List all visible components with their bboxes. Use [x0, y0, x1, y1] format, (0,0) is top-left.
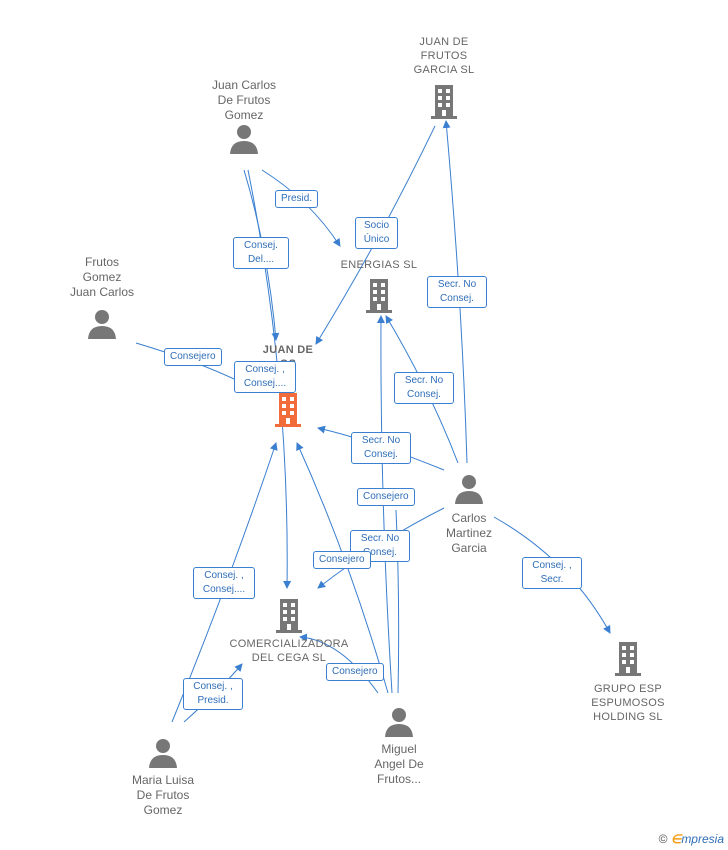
edge-label-consejero-miguel[interactable]: Consejero: [326, 663, 384, 681]
node-juan-de-frutos-garcia-sl[interactable]: JUAN DE FRUTOS GARCIA SL: [394, 35, 494, 119]
node-juan-carlos-de-frutos-gomez[interactable]: Juan Carlos De Frutos Gomez: [194, 78, 294, 155]
edge-label-socio-unico[interactable]: Socio Único: [355, 217, 398, 249]
building-icon-focus: [275, 393, 301, 427]
node-comercializadora-del-cega-sl[interactable]: COMERCIALIZADORA DEL CEGA SL: [222, 597, 356, 665]
node-label: Frutos Gomez Juan Carlos: [69, 255, 135, 299]
copyright-icon: ©: [658, 832, 668, 846]
building-icon: [615, 642, 641, 676]
edge-label-consej-del[interactable]: Consej. Del....: [233, 237, 289, 269]
footer-brand: © ∈mpresia: [659, 832, 724, 846]
edge-label-consej-consej-focus[interactable]: Consej. , Consej....: [234, 361, 296, 393]
node-label: Maria Luisa De Frutos Gomez: [131, 773, 195, 817]
node-maria-luisa-de-frutos-gomez[interactable]: Maria Luisa De Frutos Gomez: [113, 737, 213, 818]
person-icon: [88, 310, 116, 339]
node-label: ENERGIAS SL: [340, 259, 418, 271]
person-icon: [385, 708, 413, 737]
person-icon: [455, 475, 483, 504]
person-icon: [230, 125, 258, 154]
person-icon: [149, 739, 177, 768]
node-miguel-angel-de-frutos[interactable]: Miguel Angel De Frutos...: [349, 706, 449, 787]
node-label: Juan Carlos De Frutos Gomez: [211, 78, 277, 122]
node-frutos-gomez-juan-carlos[interactable]: Frutos Gomez Juan Carlos: [52, 255, 152, 340]
edge-label-consej-secr[interactable]: Consej. , Secr.: [522, 557, 582, 589]
edge-miguel-comercializadora: [299, 633, 379, 694]
node-label: Carlos Martinez Garcia: [445, 511, 492, 555]
brand-logo: ∈mpresia: [670, 832, 724, 846]
edge-label-secr-no-consej-focus[interactable]: Secr. No Consej.: [351, 432, 411, 464]
edge-label-secr-no-consej-top[interactable]: Secr. No Consej.: [427, 276, 487, 308]
edge-juancarlos-energias: [261, 169, 341, 247]
node-label: GRUPO ESP ESPUMOSOS HOLDING SL: [591, 683, 665, 723]
edge-label-consej-presid-maria[interactable]: Consej. , Presid.: [183, 678, 243, 710]
node-label: JUAN DE FRUTOS GARCIA SL: [413, 36, 475, 76]
edge-label-secr-no-consej-energ[interactable]: Secr. No Consej.: [394, 372, 454, 404]
node-label: COMERCIALIZADORA DEL CEGA SL: [229, 638, 349, 664]
node-energias-sl[interactable]: ENERGIAS SL: [329, 258, 429, 313]
edge-label-consej-consej-maria[interactable]: Consej. , Consej....: [193, 567, 255, 599]
node-carlos-martinez-garcia[interactable]: Carlos Martinez Garcia: [419, 473, 519, 556]
edge-label-consejero-carlos[interactable]: Consejero: [357, 488, 415, 506]
edge-label-presid[interactable]: Presid.: [275, 190, 319, 208]
edge-label-consejero-frutos[interactable]: Consejero: [164, 348, 222, 366]
node-grupo-esp-espumosos-holding-sl[interactable]: GRUPO ESP ESPUMOSOS HOLDING SL: [578, 640, 678, 724]
node-label: Miguel Angel De Frutos...: [374, 742, 424, 786]
building-icon: [276, 599, 302, 633]
edge-label-consejero-comerc[interactable]: Consejero: [313, 551, 371, 569]
building-icon: [366, 279, 392, 313]
building-icon: [431, 85, 457, 119]
